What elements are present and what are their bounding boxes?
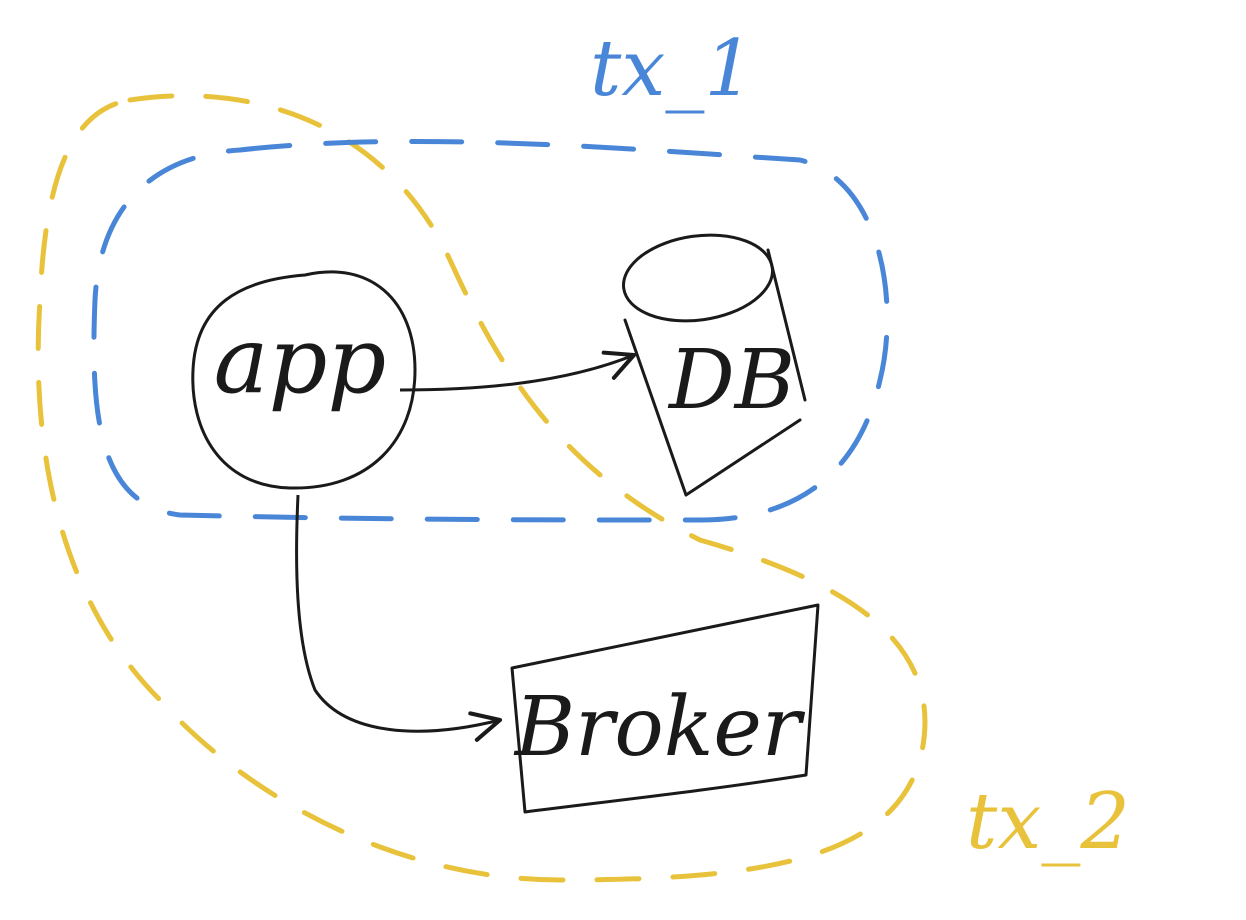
broker-node: Broker bbox=[510, 603, 820, 814]
broker-label: Broker bbox=[513, 680, 806, 775]
tx2-label: tx_2 bbox=[966, 777, 1130, 867]
edge-app-to-db bbox=[399, 350, 637, 392]
tx2-boundary bbox=[35, 93, 928, 883]
db-top bbox=[622, 233, 774, 323]
app-label: app bbox=[214, 307, 387, 414]
edge-app-to-broker bbox=[295, 494, 503, 742]
tx1-boundary bbox=[91, 138, 890, 523]
broker-box bbox=[510, 603, 820, 814]
app-circle bbox=[191, 270, 417, 490]
db-label: DB bbox=[667, 333, 795, 428]
db-node: DB bbox=[622, 233, 807, 497]
tx1-label: tx_1 bbox=[590, 24, 754, 114]
db-body bbox=[623, 248, 807, 497]
app-node: app bbox=[191, 270, 417, 490]
